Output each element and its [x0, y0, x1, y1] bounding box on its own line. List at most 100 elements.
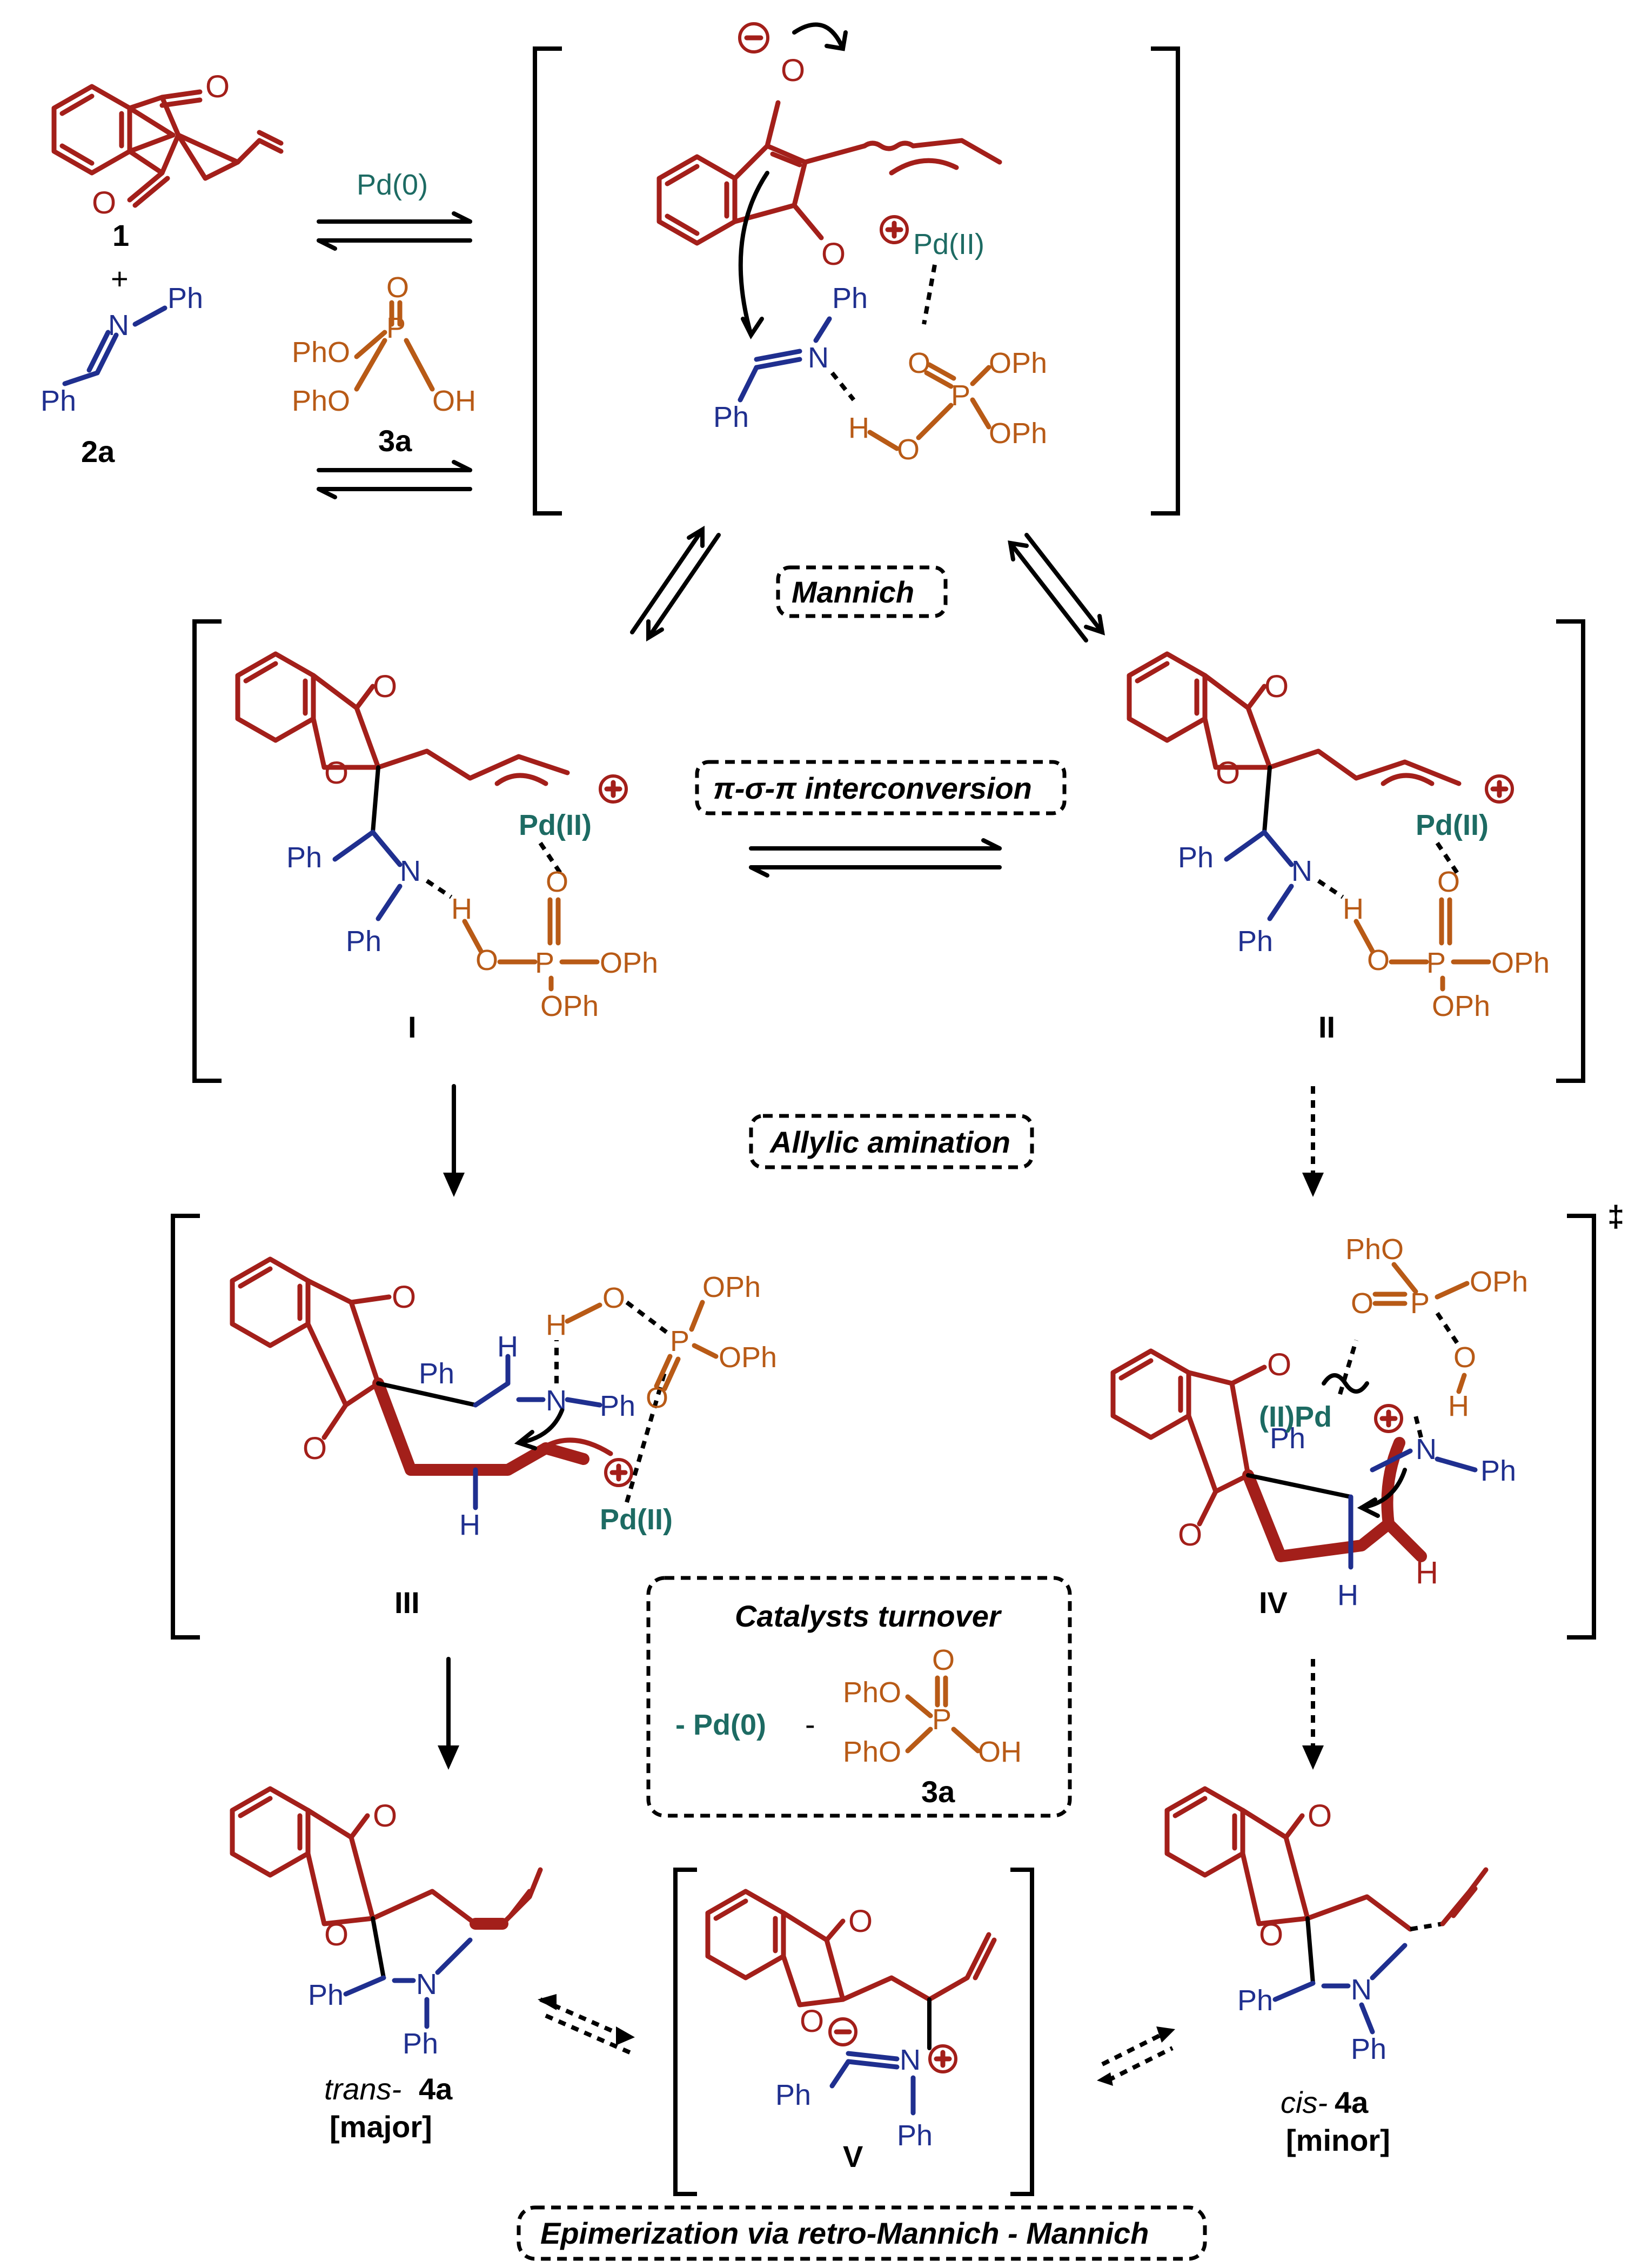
phosphoryl-o: O — [546, 866, 568, 898]
phosphoryl-o: O — [646, 1382, 668, 1414]
acid-h: H — [848, 412, 869, 444]
pd2-label: Pd(II) — [1416, 809, 1489, 841]
carbonyl-o: O — [303, 1431, 327, 1466]
amine-n: N — [546, 1384, 567, 1417]
trans-note: [major] — [330, 2110, 432, 2144]
phenyl-label: Ph — [1351, 2033, 1386, 2065]
intermediate-II-label: II — [1318, 1010, 1335, 1044]
imine-n: N — [108, 309, 129, 342]
intermediate-I-structure: O O Pd(II) — [235, 651, 628, 877]
equilibrium-arrow-right-diag — [1008, 533, 1105, 643]
carbonyl-o: O — [800, 2004, 824, 2039]
cis-note: [minor] — [1286, 2123, 1390, 2157]
phenoxy-label: PhO — [292, 336, 350, 369]
carbonyl-o: O — [1267, 1347, 1291, 1382]
phenyl-label: Ph — [600, 1390, 635, 1422]
equilibrium-arrow-I-II — [749, 838, 1002, 878]
intermediate-I-label: I — [408, 1010, 417, 1044]
intermediate-V-label: V — [843, 2139, 863, 2173]
carbonyl-o: O — [92, 185, 116, 220]
acid-o: O — [475, 944, 498, 976]
equilibrium-arrow-2 — [317, 460, 472, 499]
trans-prefix: trans- — [324, 2072, 401, 2106]
imine-n: N — [808, 342, 829, 374]
pd2-label: Pd(II) — [600, 1503, 673, 1536]
mannich-box — [776, 565, 948, 618]
pd0-catalyst-label: Pd(0) — [357, 169, 428, 201]
phosphoryl-o: O — [386, 271, 409, 304]
axial-h: H — [1337, 1579, 1358, 1611]
transition-state-mark: ‡ — [1607, 1199, 1624, 1233]
phenoxy-label: PhO — [843, 1736, 901, 1768]
carbonyl-o: O — [373, 669, 397, 704]
phenyl-label: Ph — [419, 1357, 454, 1390]
ring-n: N — [1351, 1973, 1372, 2006]
carbonyl-o: O — [1178, 1517, 1202, 1553]
transition-IV-structure: O O H H Ph (II)Pd N Ph — [1110, 1339, 1516, 1611]
phosphorus-atom: P — [535, 947, 554, 979]
arrow-III-to-trans — [438, 1657, 459, 1770]
ring-n: N — [416, 1968, 437, 2001]
acid-o: O — [897, 433, 920, 466]
interconversion-label: π-σ-π interconversion — [713, 771, 1032, 805]
phosphorus-atom: P — [951, 379, 970, 412]
acid-3a-label: 3a — [378, 424, 412, 458]
acid-h: H — [1343, 893, 1364, 925]
intermediate-I-amine: Ph N Ph H O P O OPh OPh — [286, 765, 658, 1022]
axial-h: H — [459, 1509, 480, 1541]
phenoxy-label: OPh — [989, 417, 1047, 450]
imine-2a-structure: N Ph Ph — [41, 282, 203, 417]
intermediate-V-structure: O O — [705, 1889, 997, 2050]
bracket-left — [533, 46, 562, 516]
product-cis-4a-structure: O O Ph N Ph — [1164, 1786, 1489, 2065]
bracket-III-left — [171, 1214, 200, 1640]
phenoxy-label: OPh — [1470, 1266, 1528, 1298]
axial-h: H — [497, 1330, 518, 1363]
transition-III-acid: H O P OPh OPh O — [546, 1271, 777, 1414]
compound-1-structure: O O — [51, 69, 284, 220]
acid-o: O — [602, 1282, 625, 1314]
phosphoryl-o: O — [1351, 1287, 1373, 1320]
carbonyl-o: O — [1216, 755, 1240, 791]
arrow-II-to-IV — [1302, 1086, 1324, 1197]
acid-h: H — [451, 893, 472, 925]
phenyl-label: Ph — [346, 925, 381, 958]
epimerization-label: Epimerization via retro-Mannich - Mannic… — [540, 2216, 1149, 2250]
carbonyl-o: O — [1264, 669, 1289, 704]
arrow-I-to-III — [443, 1084, 465, 1197]
intermediate-II-structure: O O Pd(II) — [1127, 651, 1514, 877]
phenyl-label: Ph — [1270, 1422, 1305, 1455]
bracket-V-left — [673, 1868, 697, 2196]
phenoxy-label: OPh — [719, 1341, 777, 1374]
phenoxy-label: PhO — [1345, 1233, 1404, 1266]
amine-n: N — [1291, 855, 1312, 887]
phosphorus-atom: P — [932, 1703, 951, 1736]
iminium-n: N — [900, 2044, 921, 2076]
carbonyl-o: O — [848, 1904, 873, 1939]
phosphorus-atom: P — [386, 312, 406, 344]
hydroxy-label: OH — [978, 1736, 1022, 1768]
acid-o: O — [1367, 944, 1390, 976]
axial-h: H — [1416, 1555, 1438, 1590]
compound-1-label: 1 — [112, 218, 129, 252]
phenoxy-label: OPh — [989, 347, 1047, 379]
phenyl-label: Ph — [286, 841, 322, 874]
phenoxy-label: OPh — [600, 947, 658, 979]
epimerization-box — [517, 2205, 1207, 2261]
carbonyl-o: O — [324, 1917, 349, 1952]
transition-III-label: III — [394, 1585, 420, 1620]
product-trans-4a-structure: O O Ph N Ph — [230, 1786, 543, 2060]
allylic-amination-label: Allylic amination — [769, 1125, 1010, 1159]
phenoxy-label: OPh — [1491, 947, 1550, 979]
phenyl-label: Ph — [832, 282, 868, 315]
bracket-I-left — [192, 619, 222, 1083]
interconversion-box — [695, 760, 1067, 815]
intermediate-V-iminium: N Ph Ph — [775, 2044, 957, 2152]
trans-label: 4a — [419, 2072, 453, 2106]
phosphorus-atom: P — [670, 1325, 689, 1357]
acid-o: O — [1453, 1341, 1476, 1374]
transition-III-structure: O O Ph H H N Ph Pd(II) — [230, 1256, 673, 1541]
equilibrium-V-cis — [1097, 2026, 1175, 2086]
phosphoric-acid-3a: P O PhO PhO OH — [292, 271, 476, 417]
